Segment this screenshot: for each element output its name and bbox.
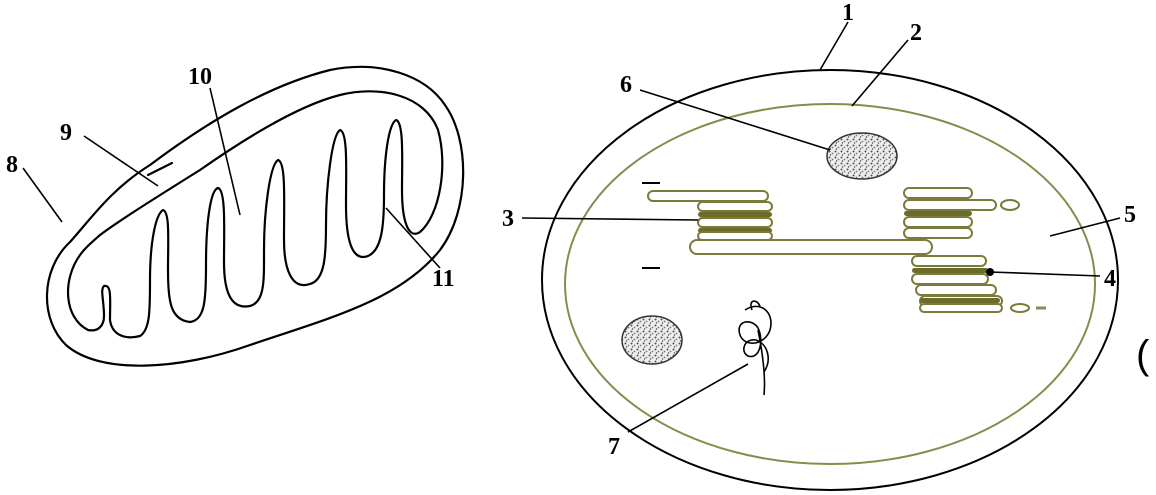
leader-line-9 (84, 136, 158, 186)
leader-line-10 (210, 88, 240, 215)
label-2: 2 (910, 20, 922, 46)
label-9: 9 (60, 120, 72, 146)
leader-line-4 (990, 272, 1100, 276)
edge-parenthesis: ( (1136, 333, 1150, 377)
granule-lower-left (622, 316, 682, 364)
mitochondrion-inner-membrane (68, 91, 442, 337)
label-7: 7 (608, 434, 620, 460)
label-10: 10 (188, 64, 212, 90)
granule-6 (827, 133, 897, 179)
leader-line-3 (522, 218, 698, 220)
label-6: 6 (620, 72, 632, 98)
label-8: 8 (6, 152, 18, 178)
mitochondrion (23, 67, 463, 366)
stroma-lamella (690, 240, 932, 254)
chloroplast-outer-membrane (542, 70, 1118, 490)
granum-right-lower (912, 256, 1046, 312)
leader-line-2 (852, 40, 908, 106)
label-5: 5 (1124, 202, 1136, 228)
label-3: 3 (502, 206, 514, 232)
dna-tangle-7 (739, 301, 771, 395)
leader-line-7 (628, 364, 748, 432)
leader-line-8 (23, 168, 62, 222)
label-1: 1 (842, 0, 854, 26)
label-4: 4 (1104, 266, 1116, 292)
leader-line-1 (820, 22, 848, 70)
label-11: 11 (432, 266, 455, 292)
granum-left (648, 191, 772, 240)
chloroplast (522, 22, 1120, 490)
granum-right-upper (904, 188, 1019, 238)
